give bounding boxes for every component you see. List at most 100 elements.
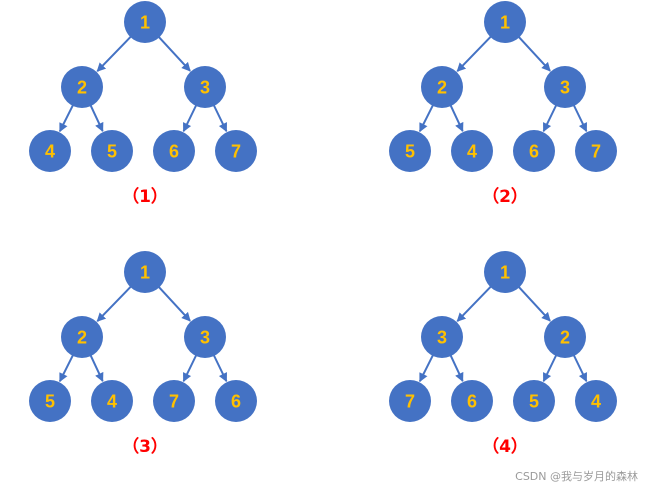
tree-node: 7 bbox=[215, 130, 257, 172]
tree-node: 4 bbox=[575, 380, 617, 422]
node-label: 2 bbox=[560, 328, 570, 348]
tree-node: 1 bbox=[484, 1, 526, 43]
edge-arrow-r-rl bbox=[182, 354, 198, 383]
node-label: 1 bbox=[500, 263, 510, 283]
node-circle bbox=[153, 380, 195, 422]
tree-node: 5 bbox=[389, 130, 431, 172]
tree-node: 2 bbox=[61, 66, 103, 108]
node-label: 1 bbox=[140, 13, 150, 33]
node-circle bbox=[61, 316, 103, 358]
tree-node: 1 bbox=[124, 251, 166, 293]
tree-node: 7 bbox=[153, 380, 195, 422]
node-circle bbox=[184, 316, 226, 358]
tree-node: 4 bbox=[451, 130, 493, 172]
edge-arrow-r-rr bbox=[212, 104, 228, 133]
tree-node: 3 bbox=[421, 316, 463, 358]
tree-node: 2 bbox=[544, 316, 586, 358]
edge-arrow-l-lr bbox=[89, 104, 104, 132]
node-circle bbox=[513, 130, 555, 172]
edge-arrow-l-ll bbox=[58, 354, 74, 383]
tree-node: 6 bbox=[451, 380, 493, 422]
edge-arrow-r-rr bbox=[572, 104, 588, 133]
node-label: 7 bbox=[231, 142, 241, 162]
node-label: 1 bbox=[500, 13, 510, 33]
node-label: 2 bbox=[437, 78, 447, 98]
tree-node: 4 bbox=[91, 380, 133, 422]
node-label: 4 bbox=[107, 392, 117, 412]
node-circle bbox=[513, 380, 555, 422]
node-label: 2 bbox=[77, 78, 87, 98]
node-circle bbox=[421, 66, 463, 108]
node-label: 5 bbox=[405, 142, 415, 162]
node-label: 4 bbox=[591, 392, 601, 412]
node-label: 1 bbox=[140, 263, 150, 283]
tree-caption: （2） bbox=[482, 186, 528, 207]
tree-caption: （1） bbox=[122, 186, 168, 207]
tree-caption: （4） bbox=[482, 436, 528, 457]
edge-arrow-root-r bbox=[517, 286, 551, 322]
edge-arrow-l-ll bbox=[418, 104, 434, 133]
tree-node: 4 bbox=[29, 130, 71, 172]
node-label: 6 bbox=[169, 142, 179, 162]
node-circle bbox=[575, 380, 617, 422]
tree-node: 7 bbox=[389, 380, 431, 422]
node-label: 5 bbox=[529, 392, 539, 412]
node-circle bbox=[124, 1, 166, 43]
tree-node: 5 bbox=[91, 130, 133, 172]
node-label: 2 bbox=[77, 328, 87, 348]
tree-node: 3 bbox=[184, 316, 226, 358]
node-circle bbox=[153, 130, 195, 172]
node-circle bbox=[61, 66, 103, 108]
node-circle bbox=[544, 316, 586, 358]
edge-arrow-root-l bbox=[456, 285, 492, 322]
edge-arrow-l-lr bbox=[89, 354, 104, 382]
tree-node: 5 bbox=[513, 380, 555, 422]
node-label: 4 bbox=[467, 142, 477, 162]
node-circle bbox=[215, 130, 257, 172]
node-circle bbox=[124, 251, 166, 293]
node-label: 5 bbox=[107, 142, 117, 162]
node-circle bbox=[389, 130, 431, 172]
edge-arrow-r-rr bbox=[572, 354, 588, 383]
node-circle bbox=[451, 130, 493, 172]
node-circle bbox=[29, 380, 71, 422]
edge-arrow-root-l bbox=[96, 285, 132, 322]
node-label: 6 bbox=[231, 392, 241, 412]
tree-node: 3 bbox=[544, 66, 586, 108]
edge-arrow-l-ll bbox=[58, 104, 74, 133]
node-circle bbox=[29, 130, 71, 172]
edge-arrow-r-rr bbox=[212, 354, 228, 383]
tree-caption: （3） bbox=[122, 436, 168, 457]
node-circle bbox=[575, 130, 617, 172]
edge-arrow-root-r bbox=[157, 36, 191, 72]
node-label: 4 bbox=[45, 142, 55, 162]
node-circle bbox=[544, 66, 586, 108]
node-label: 3 bbox=[200, 78, 210, 98]
node-circle bbox=[215, 380, 257, 422]
edge-arrow-root-r bbox=[157, 286, 191, 322]
tree-node: 2 bbox=[61, 316, 103, 358]
watermark: CSDN @我与岁月的森林 bbox=[515, 470, 638, 483]
edge-arrow-r-rl bbox=[542, 354, 558, 383]
node-circle bbox=[389, 380, 431, 422]
node-circle bbox=[421, 316, 463, 358]
node-label: 7 bbox=[169, 392, 179, 412]
node-label: 6 bbox=[467, 392, 477, 412]
edge-arrow-l-lr bbox=[449, 104, 464, 132]
tree-1: 1 2 3 4 5 6 7 （1） bbox=[29, 1, 257, 207]
edge-arrow-root-l bbox=[456, 35, 492, 72]
node-circle bbox=[91, 130, 133, 172]
edge-arrow-r-rl bbox=[182, 104, 198, 133]
tree-node: 1 bbox=[124, 1, 166, 43]
edge-arrow-r-rl bbox=[542, 104, 558, 133]
edge-arrow-root-r bbox=[517, 36, 551, 72]
tree-node: 6 bbox=[215, 380, 257, 422]
node-label: 3 bbox=[560, 78, 570, 98]
node-circle bbox=[451, 380, 493, 422]
node-circle bbox=[184, 66, 226, 108]
edge-arrow-l-ll bbox=[418, 354, 434, 383]
tree-4: 1 3 2 7 6 5 4 （4） bbox=[389, 251, 617, 457]
